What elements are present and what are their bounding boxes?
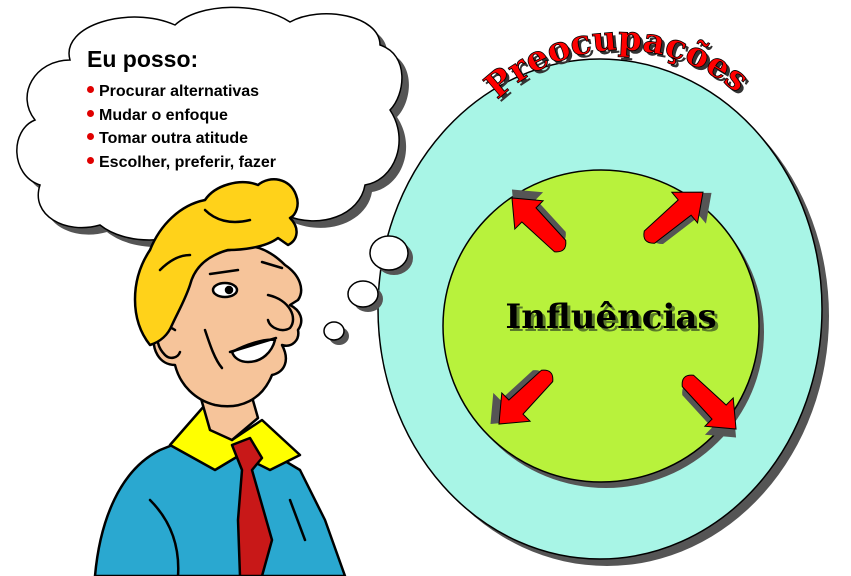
man-tie [230,436,274,576]
man-shirt-fold [148,498,180,576]
thought-bubble-small [323,321,345,341]
bullet-icon [87,133,94,141]
arrow-up-left-icon [511,189,567,253]
arrows [490,189,737,438]
bullet-icon [87,86,94,94]
thought-item-label: Mudar o enfoque [99,106,228,124]
thought-title: Eu posso: [87,46,199,72]
thought-item: Mudar o enfoque [87,104,276,128]
thought-item-label: Tomar outra atitude [99,130,249,147]
thought-cloud [16,6,413,345]
thought-list: Procurar alternativas Mudar o enfoque To… [87,80,276,174]
arrow-up-right-icon [643,191,712,245]
inner-circle-label-shadow: Influências [508,300,719,340]
thought-item: Procurar alternativas [87,80,276,104]
thought-bubble-large [369,235,409,271]
thought-bubble-medium [347,280,379,308]
man-hair-strand-2 [158,253,192,272]
thought-item: Tomar outra atitude [87,127,276,151]
man-hair [133,178,299,347]
arrow-down-right-icon [681,374,737,438]
thought-cloud-shape [16,6,403,241]
arrow-down-left-icon [490,369,554,425]
man-cheek-line [203,328,224,370]
thought-item: Escolher, preferir, fazer [87,151,276,175]
bullet-icon [87,109,94,117]
cartoon-man [93,178,347,576]
man-hair-strand [203,208,252,224]
thought-item-label: Procurar alternativas [99,83,260,100]
man-pupil [224,285,234,295]
bullet-icon [87,156,94,164]
man-mouth [230,338,277,364]
man-eyebrow [208,268,240,276]
man-shirt-fold-2 [288,498,307,542]
thought-item-label: Escolher, preferir, fazer [99,153,276,171]
man-eyebrow-2 [260,260,284,270]
man-nose [266,293,295,332]
man-lip [228,336,278,354]
inner-circle-label: Influências [505,297,716,337]
